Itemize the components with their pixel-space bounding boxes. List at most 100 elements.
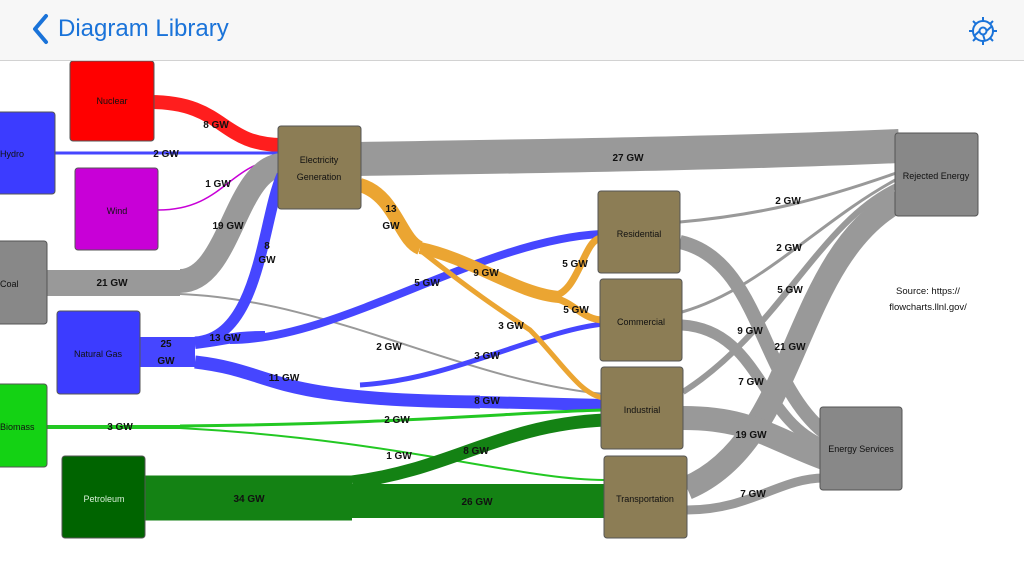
- node-ind[interactable]: [600, 366, 684, 450]
- node-label-res: Residential: [617, 229, 662, 239]
- back-button-label: Diagram Library: [58, 15, 229, 42]
- flow-label-trans-es: 7 GW: [740, 489, 766, 500]
- node-label-nuclear: Nuclear: [96, 96, 127, 106]
- source-note: Source: https:// flowcharts.llnl.gov/: [868, 284, 988, 316]
- flow-label-hydro-elec: 2 GW: [153, 149, 179, 160]
- flow-elec-9: [418, 242, 561, 303]
- flow-label-elec-out-label2: GW: [382, 221, 400, 232]
- flow-label-nuclear-elec: 8 GW: [203, 120, 229, 131]
- flow-label-gas-elec-label2: GW: [258, 255, 276, 266]
- flow-trans-es: [686, 473, 825, 515]
- node-label-elec-1: Electricity: [300, 155, 339, 165]
- flow-gas-res: [229, 230, 602, 344]
- flow-label-bio-ind: 2 GW: [384, 415, 410, 426]
- node-label-rej: Rejected Energy: [903, 171, 970, 181]
- flow-label-gas-ind-8: 8 GW: [474, 396, 500, 407]
- flow-gas-ind-8: [479, 396, 605, 411]
- node-coal[interactable]: [0, 240, 48, 325]
- flow-label-bio-out: 3 GW: [107, 422, 133, 433]
- flow-elec-res: [547, 234, 603, 301]
- flow-label-trans-rej: 21 GW: [774, 342, 806, 353]
- flow-label-com-rej: 2 GW: [776, 243, 802, 254]
- flow-label-coal-out: 21 GW: [96, 278, 128, 289]
- flow-pet-ind: [351, 413, 605, 489]
- flow-label-elec-res: 5 GW: [562, 259, 588, 270]
- flow-bio-ind: [179, 408, 605, 428]
- flow-label-elec-com: 5 GW: [563, 305, 589, 316]
- flow-label-coal-elec: 19 GW: [212, 221, 244, 232]
- flow-label-bio-trans: 1 GW: [386, 451, 412, 462]
- chevron-left-icon: [33, 14, 48, 44]
- flow-label-gas-main-label2: GW: [157, 356, 175, 367]
- flow-label-gas-elec-label1: 8: [264, 241, 270, 252]
- flow-trans-rej: [681, 189, 906, 500]
- node-label-com: Commercial: [617, 317, 665, 327]
- source-line-2: flowcharts.llnl.gov/: [889, 302, 967, 313]
- flow-label-coal-ind: 2 GW: [376, 342, 402, 353]
- node-label-es: Energy Services: [828, 444, 894, 454]
- node-label-elec-2: Generation: [297, 172, 342, 182]
- flow-label-elec-9: 9 GW: [473, 268, 499, 279]
- node-label-trans: Transportation: [616, 494, 674, 504]
- flow-gas-ind: [194, 355, 481, 409]
- node-label-coal: Coal: [0, 279, 19, 289]
- node-biomass[interactable]: [0, 383, 48, 468]
- flow-label-gas-ind: 11 GW: [269, 373, 300, 384]
- flow-label-gas-com: 3 GW: [474, 351, 500, 362]
- node-label-hydro: Hydro: [0, 149, 24, 159]
- flow-label-wind-elec: 1 GW: [205, 179, 231, 190]
- node-nuclear[interactable]: [69, 61, 155, 142]
- node-es[interactable]: [819, 406, 903, 491]
- flow-gas-com: [359, 321, 605, 388]
- flow-label-res-rej: 2 GW: [775, 196, 801, 207]
- flow-gas-elec: [194, 172, 288, 348]
- node-com[interactable]: [599, 278, 683, 362]
- flow-elec-out: [357, 178, 424, 255]
- flows-layer: [42, 95, 906, 521]
- back-button[interactable]: Diagram Library: [30, 12, 229, 46]
- flow-ind-rej: [681, 182, 901, 395]
- gear-icon[interactable]: [966, 14, 1000, 48]
- flow-label-gas-13: 13 GW: [209, 333, 241, 344]
- flow-res-rej: [679, 170, 900, 224]
- flow-elec-rej: [357, 129, 900, 176]
- flow-label-elec-rej: 27 GW: [612, 153, 644, 164]
- node-wind[interactable]: [74, 167, 159, 251]
- node-gas[interactable]: [56, 310, 141, 395]
- flow-com-rej: [681, 176, 900, 314]
- navigation-bar: Diagram Library: [0, 0, 1024, 61]
- flow-label-pet-out: 34 GW: [233, 494, 265, 505]
- node-label-gas: Natural Gas: [74, 349, 123, 359]
- flow-coal-elec: [178, 153, 285, 293]
- flow-label-ind-rej: 5 GW: [777, 285, 803, 296]
- flow-res-es: [678, 235, 829, 438]
- flow-nuclear-elec: [149, 95, 283, 152]
- node-trans[interactable]: [603, 455, 688, 539]
- flow-label-com-es: 7 GW: [738, 377, 764, 388]
- flow-label-pet-ind: 8 GW: [463, 446, 489, 457]
- flow-label-ind-es: 19 GW: [735, 430, 767, 441]
- node-label-petroleum: Petroleum: [83, 494, 124, 504]
- node-hydro[interactable]: [0, 111, 56, 195]
- flow-label-gas-main-label1: 25: [160, 339, 172, 350]
- node-label-wind: Wind: [107, 206, 128, 216]
- source-line-1: Source: https://: [896, 286, 960, 297]
- flow-elec-ind: [418, 248, 605, 401]
- node-rej[interactable]: [894, 132, 979, 217]
- node-res[interactable]: [597, 190, 681, 274]
- flow-com-es: [681, 319, 827, 451]
- node-label-ind: Industrial: [624, 405, 661, 415]
- flow-label-res-es: 9 GW: [737, 326, 763, 337]
- flow-label-elec-out-label1: 13: [385, 204, 397, 215]
- flow-label-gas-res: 5 GW: [414, 278, 440, 289]
- flow-ind-es: [682, 406, 829, 470]
- node-label-biomass: Biomass: [0, 422, 35, 432]
- flow-label-pet-trans: 26 GW: [461, 497, 493, 508]
- node-petroleum[interactable]: [61, 455, 146, 539]
- node-elec[interactable]: [277, 125, 362, 210]
- flow-elec-com: [547, 293, 605, 324]
- flow-label-elec-ind: 3 GW: [498, 321, 524, 332]
